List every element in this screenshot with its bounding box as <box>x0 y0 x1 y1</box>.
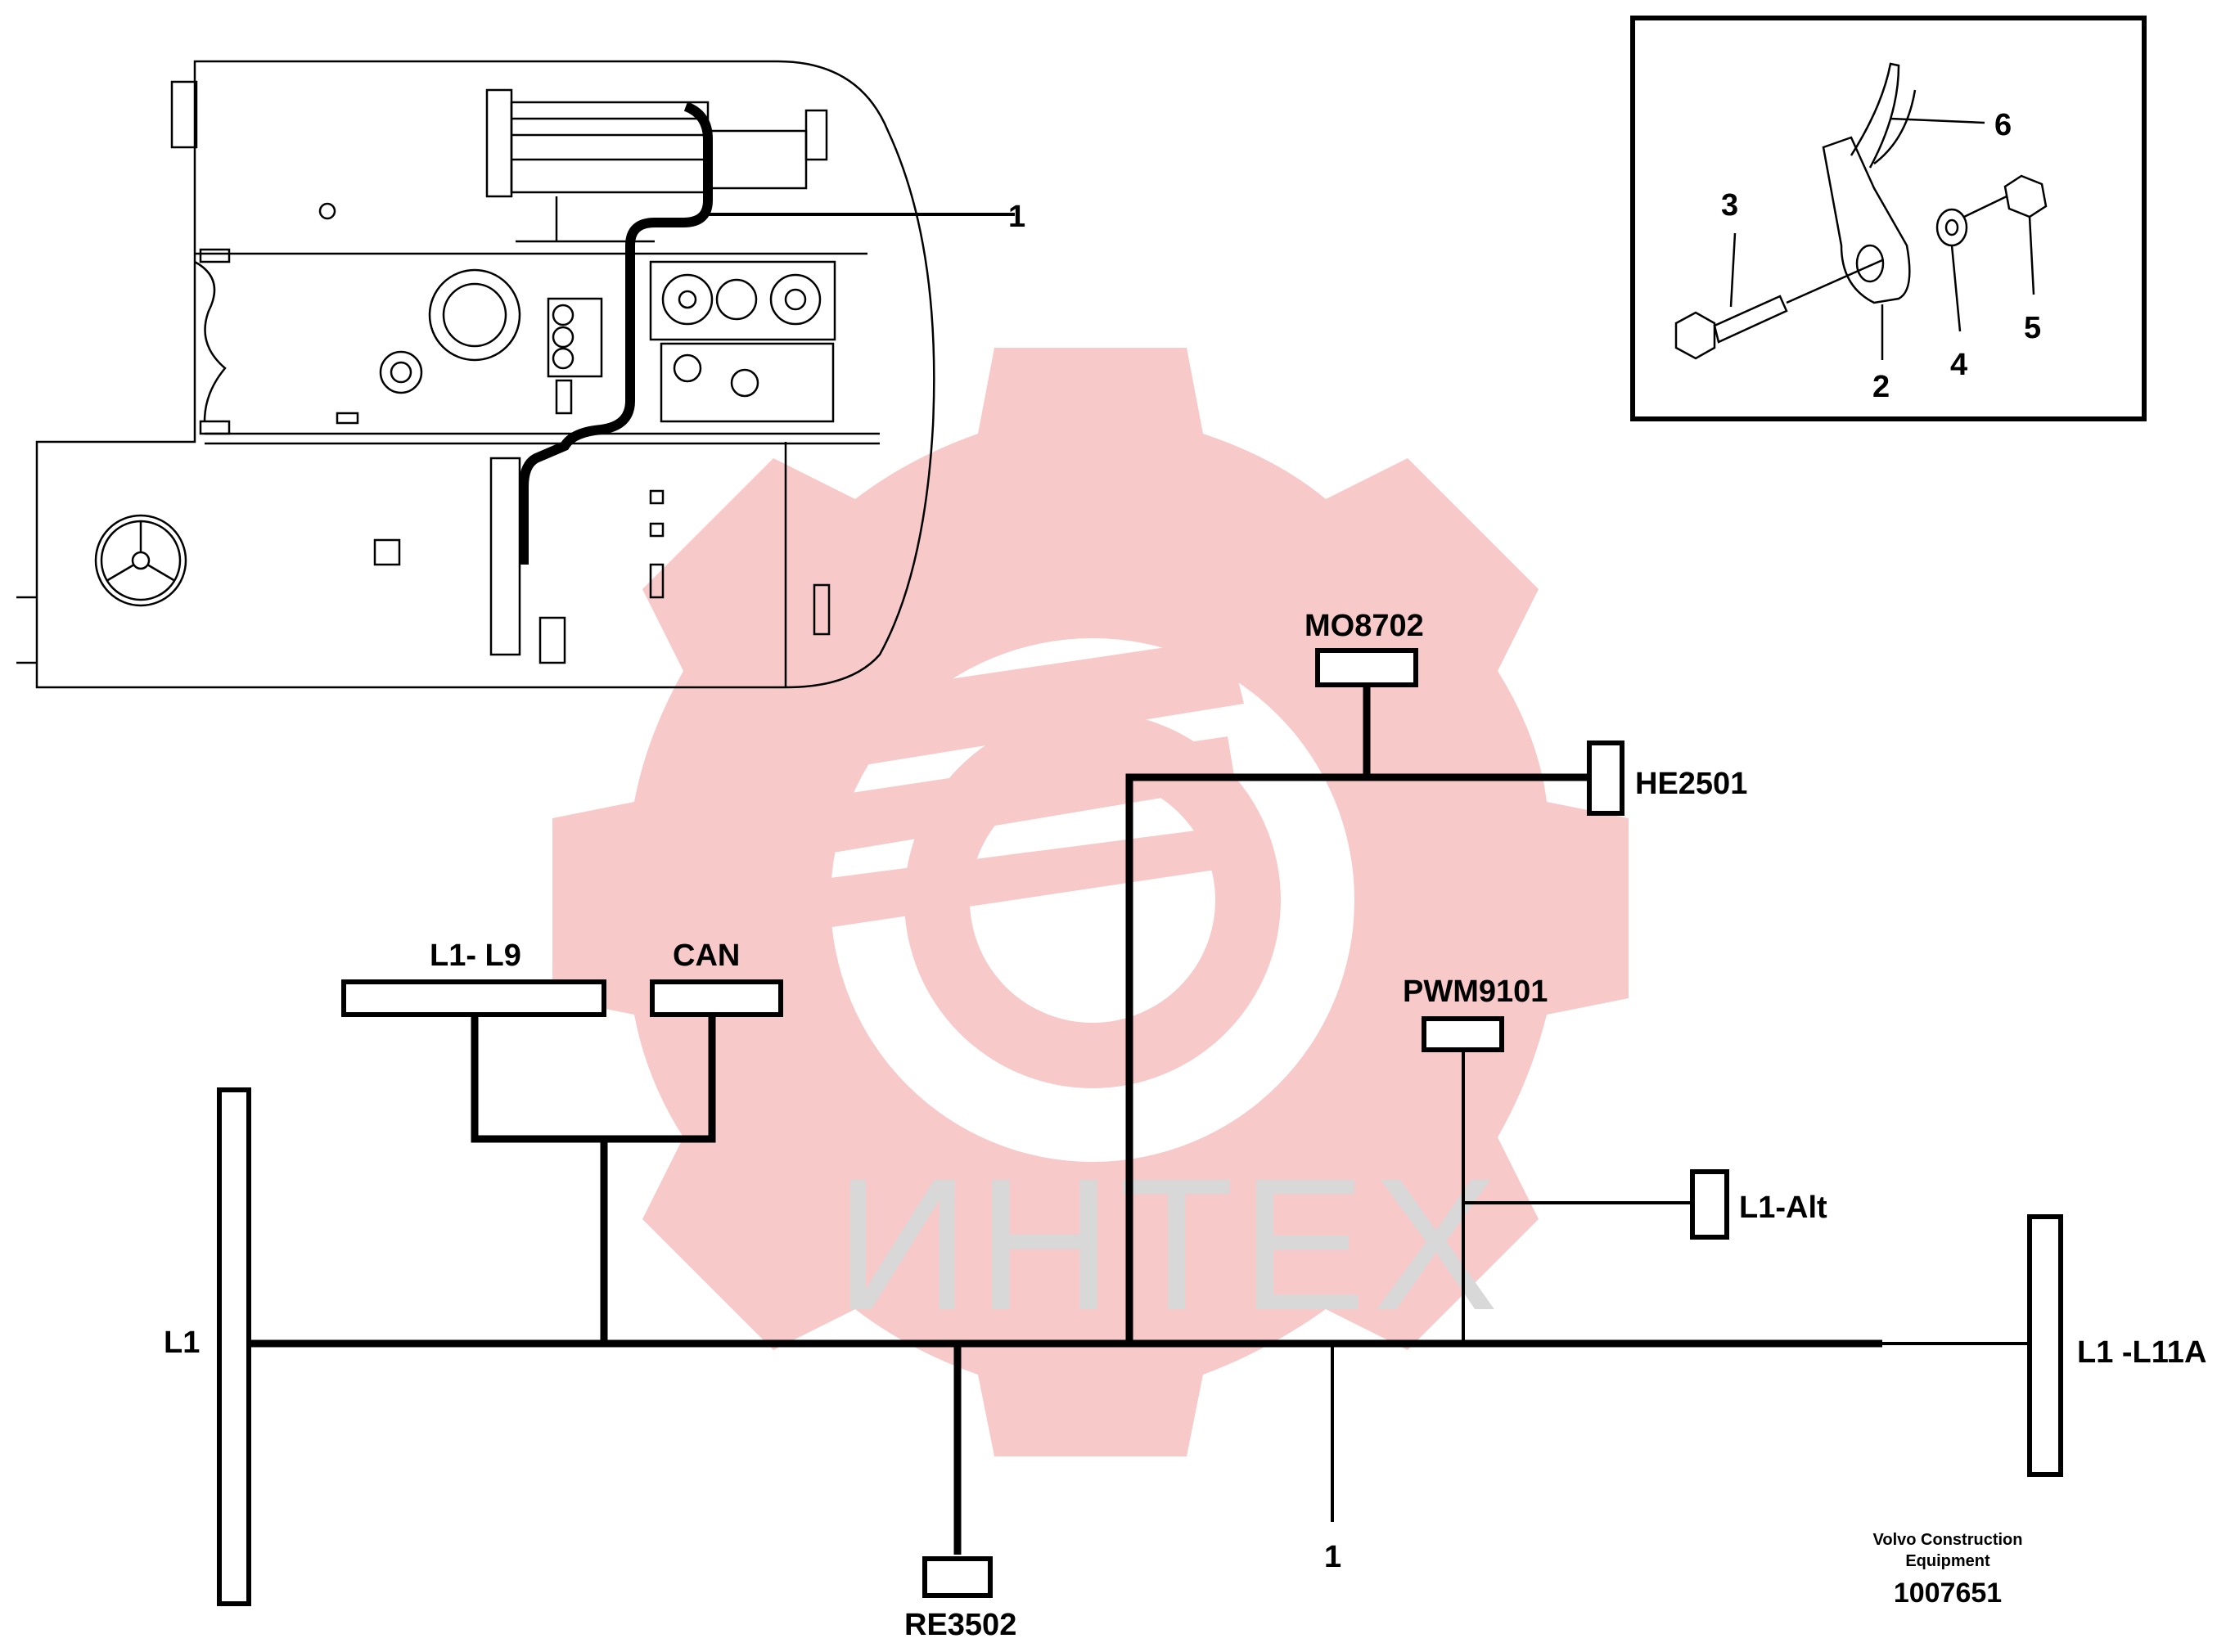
watermark-swooshes <box>671 638 1244 933</box>
connector-he2501 <box>1587 740 1624 816</box>
connector-can <box>650 979 783 1017</box>
label-l1: L1 <box>164 1326 200 1360</box>
label-he2501: HE2501 <box>1635 767 1747 801</box>
clamp-detail-frame <box>1630 16 2147 421</box>
bolt-icon <box>1674 259 1883 360</box>
connector-l1-l9 <box>341 979 606 1017</box>
detail-callout-2: 2 <box>1872 370 1890 404</box>
connector-l1-l11a <box>2027 1214 2063 1477</box>
watermark-text: ИНТЕХ <box>835 1139 1505 1349</box>
label-l1-l11a: L1 -L11A <box>2077 1335 2206 1370</box>
connector-pwm9101 <box>1422 1016 1504 1052</box>
connector-mo8702 <box>1315 648 1418 687</box>
harness-schematic <box>250 686 2030 1555</box>
connector-l1-alt <box>1690 1169 1729 1240</box>
label-can: CAN <box>673 939 740 973</box>
label-mo8702: MO8702 <box>1305 609 1424 643</box>
label-pwm9101: PWM9101 <box>1403 975 1548 1009</box>
footer-company-line2: Equipment <box>1905 1552 1990 1570</box>
label-re3502: RE3502 <box>904 1608 1016 1642</box>
connector-re3502 <box>922 1556 993 1598</box>
label-l1-alt: L1-Alt <box>1739 1191 1827 1225</box>
harness-item-number: 1 <box>1324 1540 1341 1574</box>
connector-l1 <box>217 1087 251 1606</box>
footer-drawing-number: 1007651 <box>1894 1578 2002 1609</box>
nut-icon <box>1963 174 2048 218</box>
label-l1-l9: L1- L9 <box>430 939 521 973</box>
clamp-plate-icon <box>1822 136 1911 304</box>
machine-overview-drawing <box>16 60 1015 689</box>
overview-callout-1: 1 <box>1008 200 1025 234</box>
detail-callout-6: 6 <box>1994 108 2012 142</box>
detail-callout-4: 4 <box>1950 348 1967 382</box>
footer-company-line1: Volvo Construction <box>1873 1531 2023 1549</box>
overview-harness-route <box>519 101 713 565</box>
detail-callout-3: 3 <box>1721 188 1738 223</box>
cable-tie-icon <box>1850 62 1917 169</box>
detail-callout-5: 5 <box>2024 311 2041 345</box>
